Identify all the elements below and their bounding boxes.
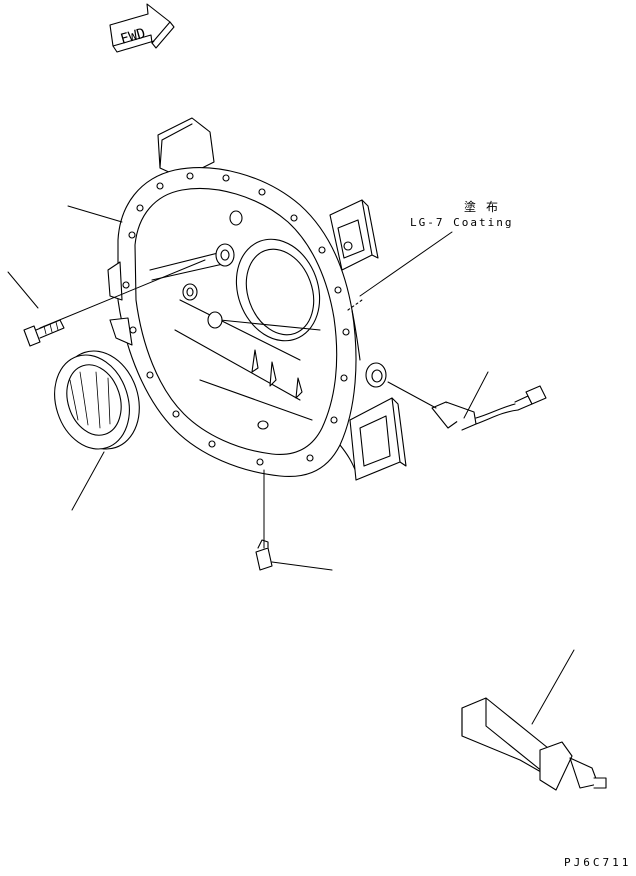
coating-label-en: LG-7 Coating: [410, 216, 514, 229]
fwd-label: FWD: [119, 25, 148, 47]
drain-plug: [255, 539, 273, 571]
drawing-code: PJ6C711: [564, 856, 632, 869]
speed-sensor: [431, 385, 547, 431]
bolt: [23, 319, 65, 347]
oil-seal: [54, 350, 140, 450]
fwd-arrow-icon: FWD: [109, 3, 175, 53]
removal-tool: [461, 697, 607, 791]
flywheel-housing: [107, 117, 407, 481]
coating-label-jp: 塗布: [464, 200, 509, 214]
leader-lines: [7, 205, 575, 725]
